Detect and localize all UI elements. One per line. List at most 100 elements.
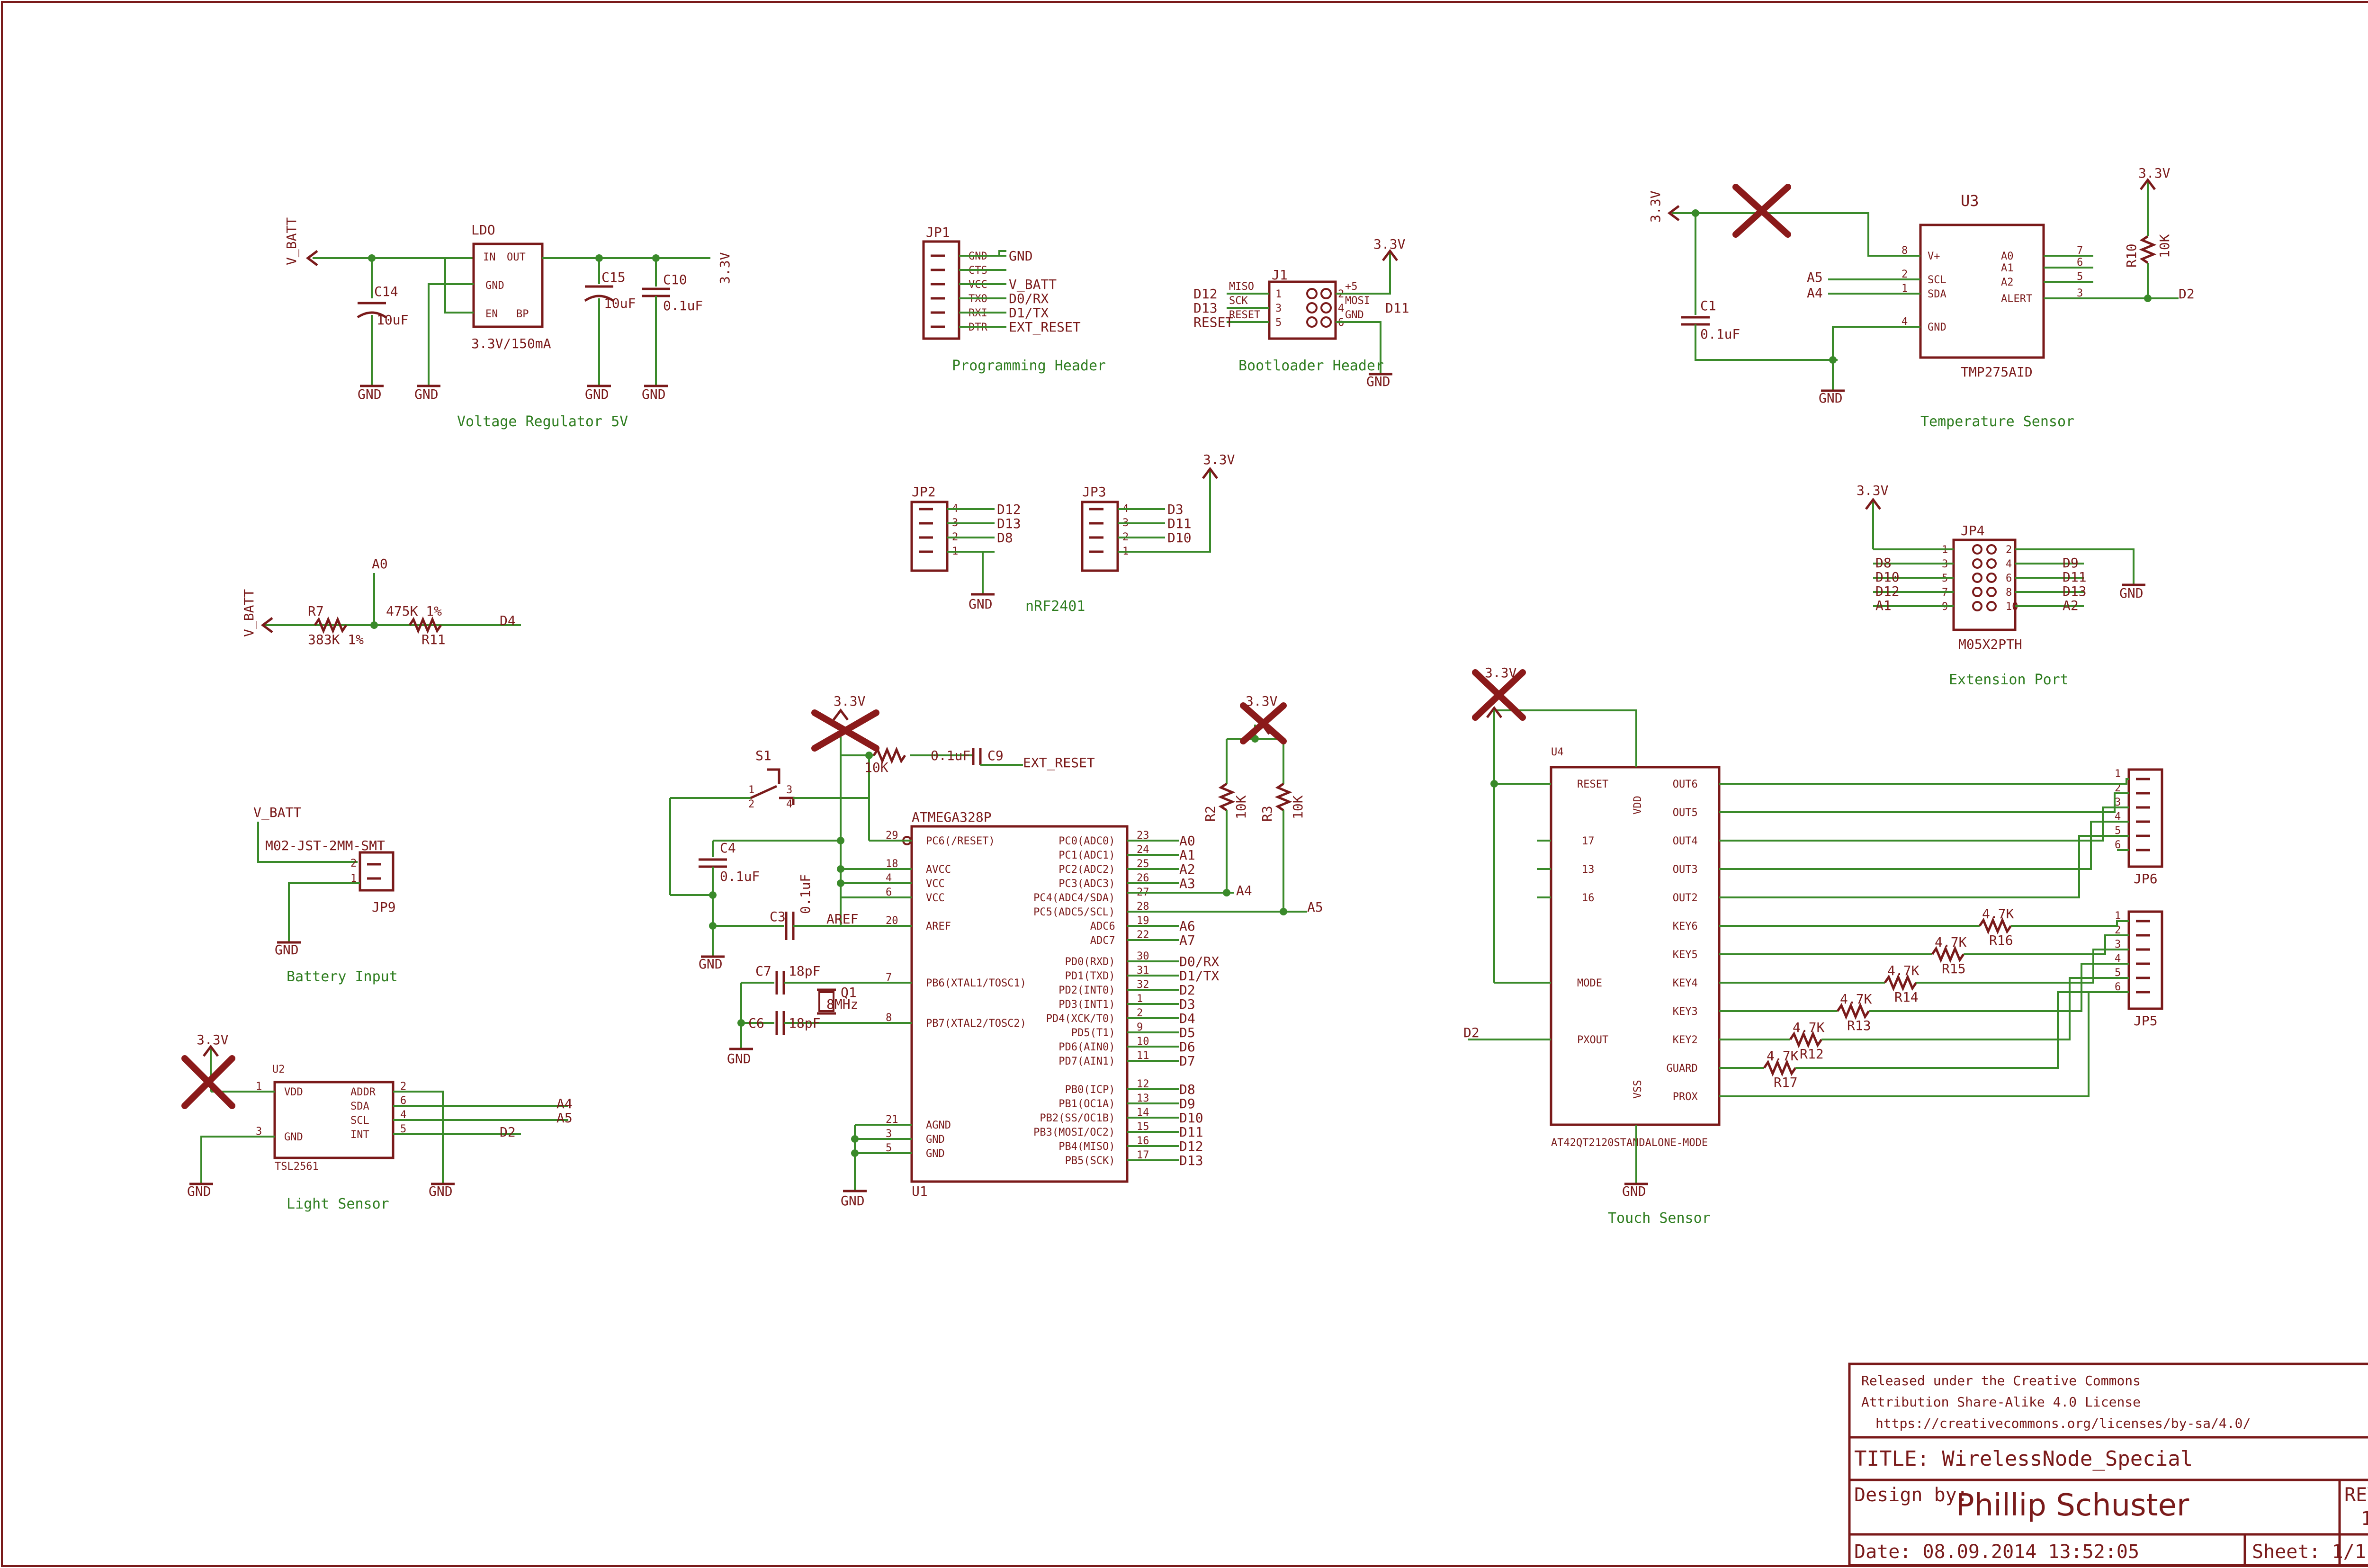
pin-number: 1: [748, 784, 754, 796]
header-pin: [1986, 558, 1997, 569]
gnd-label: GND: [585, 386, 609, 402]
resistor: [1884, 974, 1918, 992]
net-label: D3: [1167, 502, 1184, 517]
pin-number: 17: [1582, 835, 1595, 847]
net-label: V_BATT: [1009, 277, 1057, 293]
pin-label: SCL: [350, 1115, 369, 1127]
header-pin: [1972, 573, 1982, 583]
gnd-label: GND: [1622, 1183, 1646, 1199]
net-label: A4: [1236, 883, 1252, 898]
sheet-number: Sheet: 1/1: [2252, 1541, 2366, 1563]
net-label: V_BATT: [241, 589, 257, 637]
pin-label: GND: [926, 1134, 945, 1146]
pin-number: 1: [256, 1081, 262, 1093]
net-label: D1/TX: [1009, 305, 1049, 321]
header-pin: [1972, 558, 1982, 569]
gnd-label: GND: [1366, 374, 1390, 389]
net-label: D4: [1179, 1011, 1195, 1026]
net-label: D1/TX: [1179, 968, 1219, 984]
net-label: D8: [1179, 1082, 1195, 1097]
header-pin: [1306, 302, 1318, 314]
wire: [1916, 949, 2129, 984]
res-value: 10K: [1233, 795, 1249, 819]
pin-label: PC0(ADC0): [1058, 835, 1115, 847]
wire: [1719, 778, 2129, 785]
net-label: D0/RX: [1179, 954, 1219, 969]
microcontroller-block: ATMEGA328P U1 PC6(/RESET)29AVCC18VCC4VCC…: [669, 693, 1323, 1209]
section-label: Light Sensor: [287, 1196, 389, 1212]
resistor: [1763, 1059, 1797, 1077]
pin-label: OUT4: [1673, 835, 1698, 847]
pin-label: A2: [2001, 277, 2014, 288]
pin-number: 11: [1137, 1050, 1149, 1062]
part-name: U2: [272, 1064, 285, 1075]
pin-number: 5: [1275, 317, 1282, 329]
net-label: D11: [1167, 516, 1192, 531]
pin-number: 2: [2006, 544, 2012, 556]
sheet-title: TITLE: WirelessNode_Special: [1854, 1447, 2193, 1471]
pin-label: MODE: [1577, 977, 1602, 989]
res-name: R13: [1847, 1018, 1871, 1033]
pin-number: 32: [1137, 979, 1149, 991]
net-label: 3.3V: [1485, 665, 1517, 681]
net-label: 3.3V: [1373, 236, 1406, 252]
net-label: D12: [997, 502, 1021, 517]
pin-number: 3: [2077, 287, 2083, 299]
net-label: D13: [997, 516, 1021, 531]
pin-number: 4: [2115, 953, 2121, 965]
pin-label: PC6(/RESET): [926, 835, 995, 847]
title-block: Released under the Creative Commons Attr…: [1848, 1362, 2368, 1567]
net-label: D12: [1875, 583, 1900, 599]
res-name: R7: [308, 603, 324, 619]
resistor: [1836, 1002, 1870, 1020]
net-label: D2: [2179, 286, 2195, 302]
pin-label: PC3(ADC3): [1058, 878, 1115, 890]
pin-number: 2: [2115, 782, 2121, 794]
res-name: R14: [1894, 989, 1919, 1005]
pin-number: 2: [1902, 269, 1908, 280]
part-name: JP6: [2134, 871, 2158, 887]
pin-label: INT: [350, 1129, 369, 1141]
pin-label: VDD: [284, 1086, 303, 1098]
pin-label: GND: [926, 1148, 945, 1160]
net-label: A6: [1179, 918, 1195, 934]
cap-name: C15: [601, 269, 626, 285]
pin-number: 1: [350, 873, 357, 885]
pin-label: VDD: [1632, 796, 1644, 815]
part-name: JP2: [912, 484, 936, 500]
pin-number: 3: [1275, 303, 1282, 314]
cap-value: 0.1uF: [1700, 326, 1740, 342]
cap-name: C14: [374, 284, 398, 299]
pin-label: AVCC: [926, 864, 951, 876]
pin-label: ADC7: [1090, 935, 1115, 947]
res-name: R16: [1989, 932, 2013, 948]
pin-label: VCC: [926, 892, 945, 904]
pin-label: EN: [485, 308, 498, 320]
header-pin: [1972, 601, 1982, 611]
net-label: V_BATT: [253, 805, 301, 821]
net-label: A5: [1307, 899, 1323, 915]
net-label: EXT_RESET: [1023, 755, 1095, 771]
license-line: Released under the Creative Commons: [1861, 1373, 2141, 1389]
pin-number: 3: [786, 784, 792, 796]
pin-number: 15: [1137, 1121, 1149, 1133]
touch-sensor-block: U4 AT42QT2120STANDALONE-MODE VDD VSS RES…: [1463, 665, 2163, 1227]
pin-label: PB3(MOSI/OC2): [1033, 1127, 1115, 1138]
res-value: 4.7K: [1935, 934, 1967, 950]
pin-label: +5: [1345, 281, 1358, 293]
net-label: D8: [1875, 555, 1892, 571]
pin-number: 29: [886, 830, 898, 842]
net-label: V_BATT: [284, 217, 300, 265]
net-label: 3.3V: [1246, 693, 1278, 709]
part-name: JP9: [372, 899, 396, 915]
pin-number: 1: [2115, 910, 2121, 922]
header-pin: [1986, 544, 1997, 555]
header-pin: [1306, 288, 1318, 299]
section-label: Temperature Sensor: [1920, 413, 2074, 430]
net-label: GND: [1009, 248, 1033, 264]
net-label: D11: [1385, 300, 1409, 316]
pin-number: 3: [2115, 939, 2121, 950]
net-label: D0/RX: [1009, 291, 1049, 306]
pin-label: MISO: [1229, 281, 1254, 293]
